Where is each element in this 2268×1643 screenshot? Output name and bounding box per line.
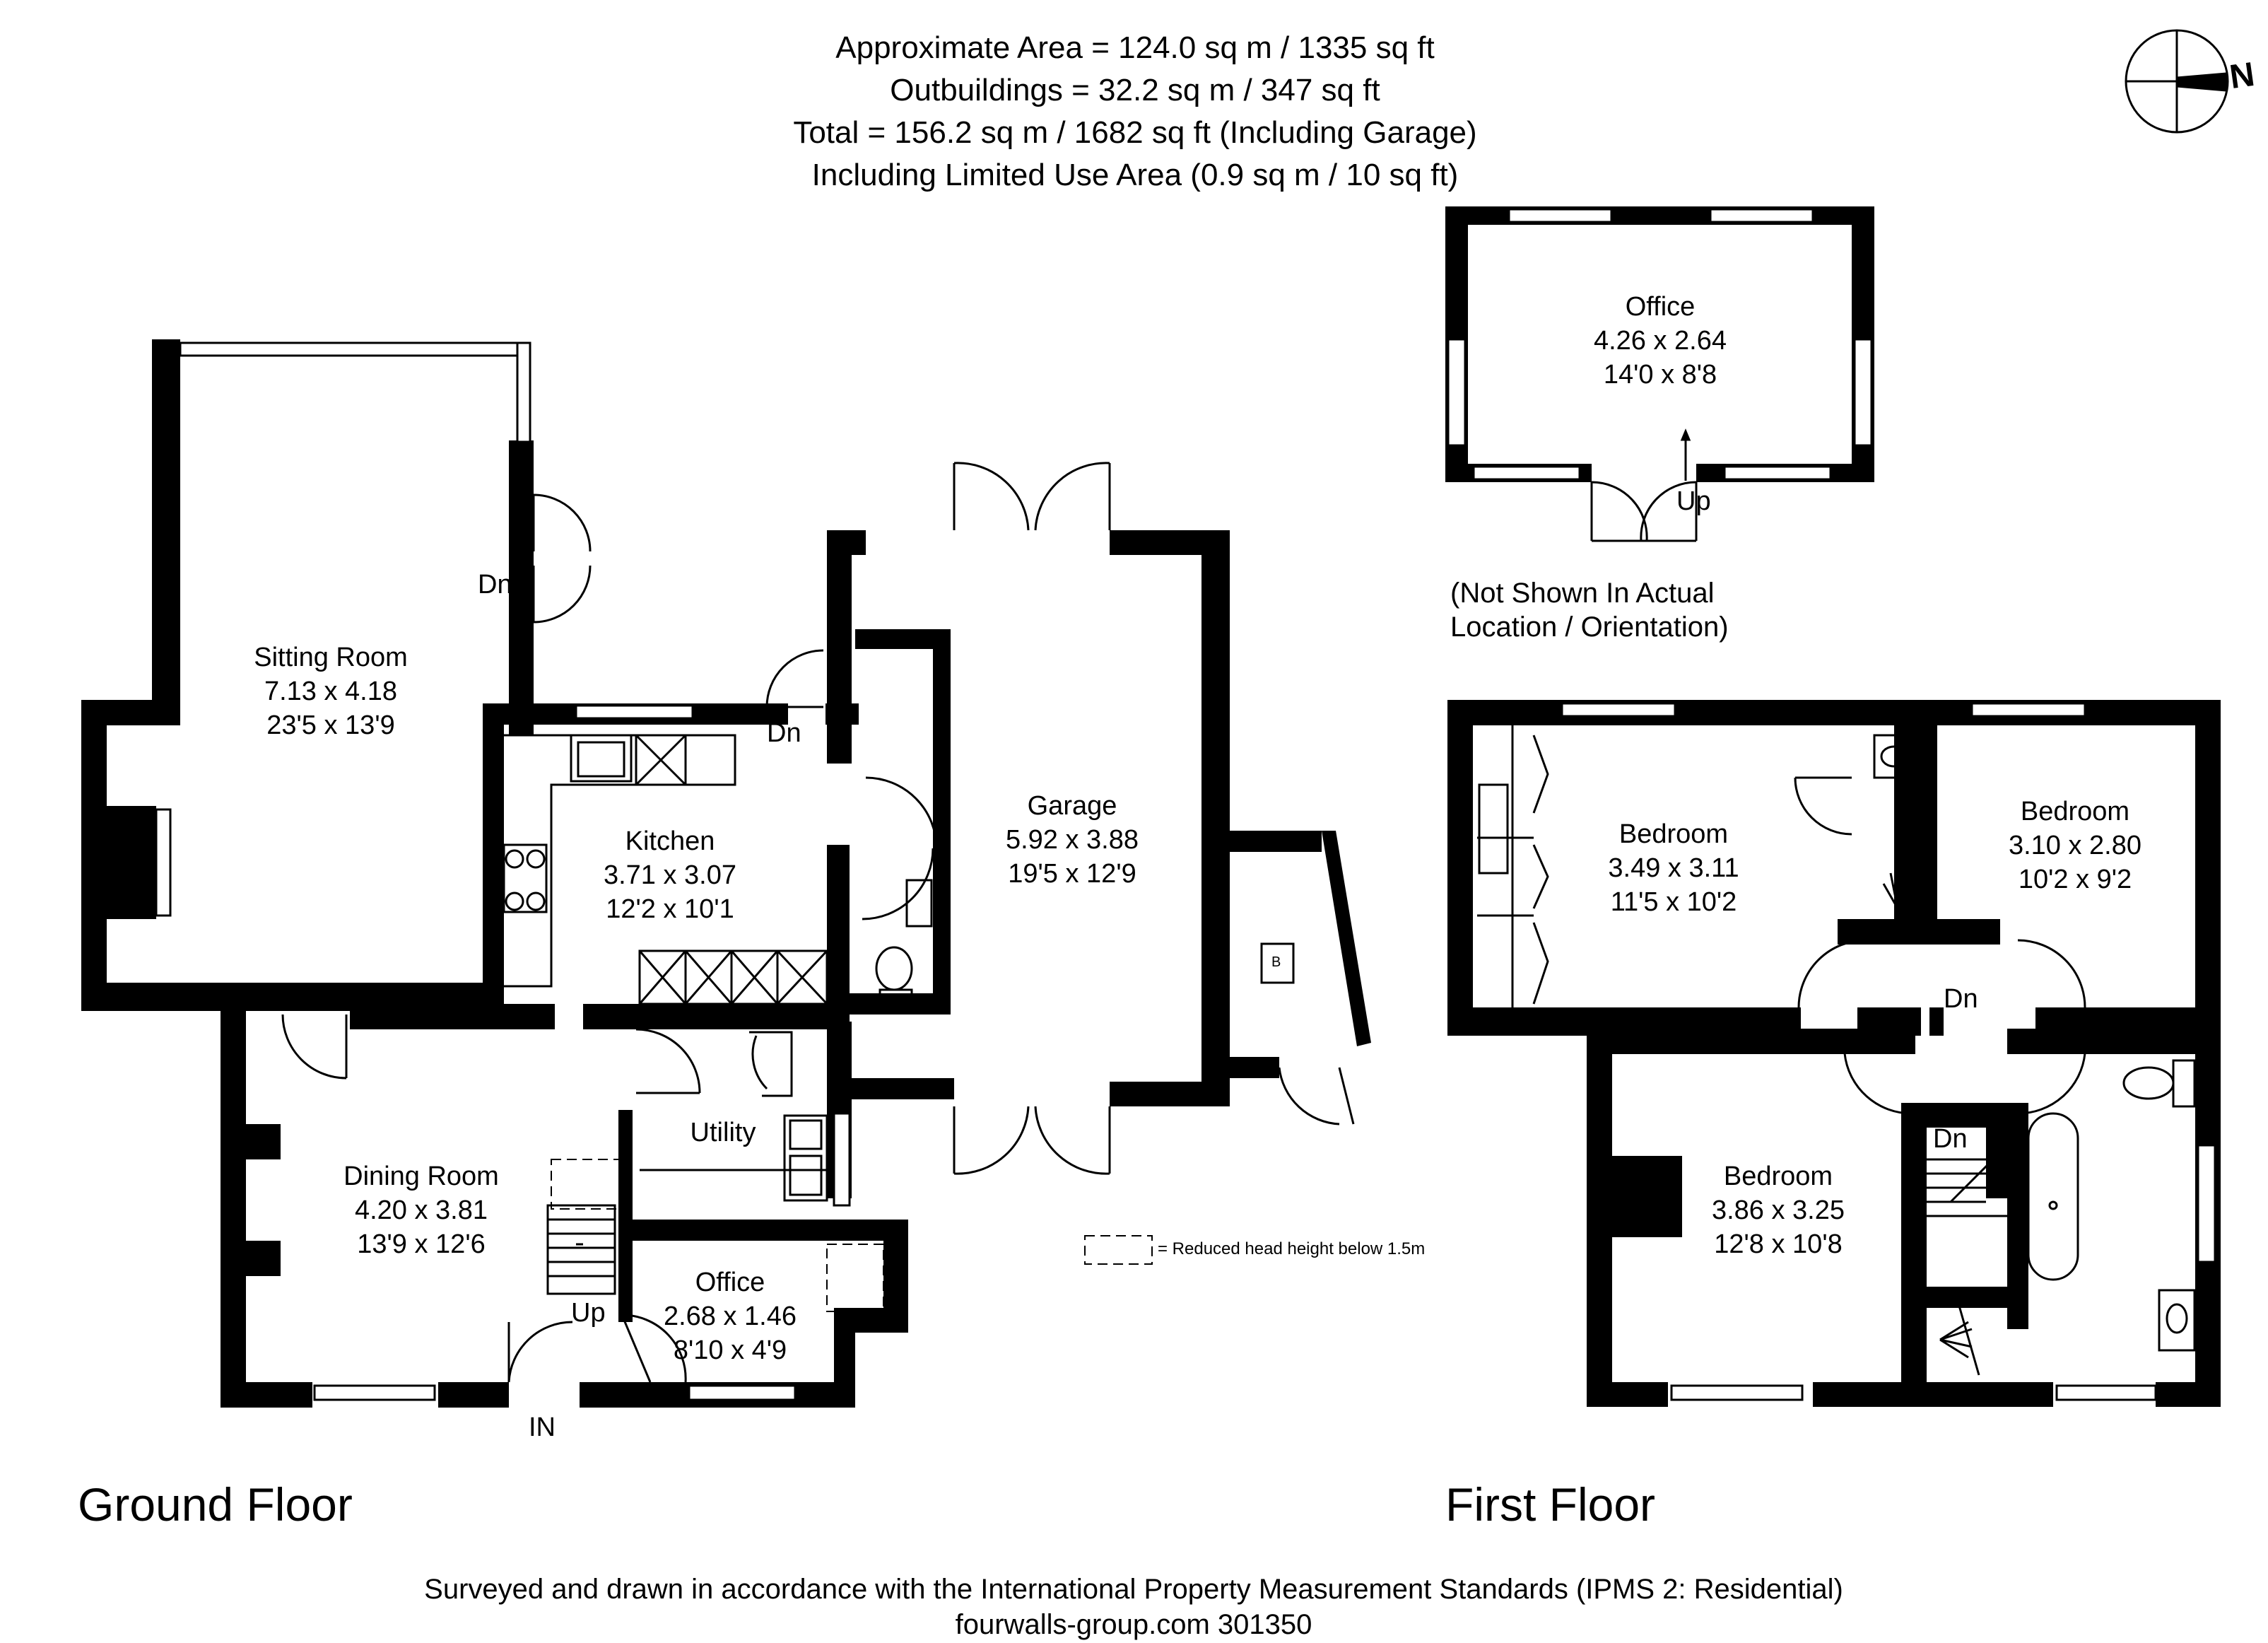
bedroom-2-name: Bedroom <box>2020 797 2130 826</box>
footer-standards-line: Surveyed and drawn in accordance with th… <box>424 1574 1843 1605</box>
area-summary-line-4: Including Limited Use Area (0.9 sq m / 1… <box>811 158 1459 192</box>
outbuilding-note-line-1: (Not Shown In Actual <box>1450 578 1715 609</box>
dining-room-imperial: 13'9 x 12'6 <box>357 1229 486 1259</box>
dining-room-name: Dining Room <box>343 1162 499 1191</box>
area-summary-line-2: Outbuildings = 32.2 sq m / 347 sq ft <box>890 73 1380 107</box>
boiler-label: B <box>1271 954 1281 970</box>
kitchen-imperial: 12'2 x 10'1 <box>606 894 734 924</box>
first-floor-fixtures <box>1873 734 2196 1359</box>
legend-dashed-swatch <box>1084 1235 1153 1265</box>
compass-north-label: N <box>2227 55 2257 97</box>
sitting-room-name: Sitting Room <box>254 643 408 672</box>
sitting-room-imperial: 23'5 x 13'9 <box>266 711 395 740</box>
footer-reference-line: fourwalls-group.com 301350 <box>955 1609 1312 1640</box>
ground-floor-windows <box>179 341 851 1401</box>
first-floor-title: First Floor <box>1445 1478 1655 1531</box>
ground-floor-doors <box>281 462 1355 1383</box>
stairs-dn-label: Dn <box>1933 1124 1968 1154</box>
compass-rose-icon <box>2125 29 2229 134</box>
garage-imperial: 19'5 x 12'9 <box>1008 859 1136 889</box>
bedroom-3-metric: 3.86 x 3.25 <box>1711 1195 1845 1225</box>
bedroom-1-name: Bedroom <box>1618 819 1729 849</box>
office-name: Office <box>695 1268 765 1297</box>
outbuilding-office-name: Office <box>1625 292 1696 322</box>
bedroom-1-metric: 3.49 x 3.11 <box>1608 853 1739 883</box>
outbuilding-office-metric: 4.26 x 2.64 <box>1593 326 1727 356</box>
ground-floor-title: Ground Floor <box>78 1478 353 1531</box>
kitchen-metric: 3.71 x 3.07 <box>603 860 737 890</box>
entrance-label: IN <box>529 1413 556 1442</box>
legend-text: = Reduced head height below 1.5m <box>1158 1239 1426 1258</box>
garage-name: Garage <box>1027 791 1117 821</box>
utility-name: Utility <box>690 1118 756 1147</box>
kitchen-name: Kitchen <box>625 826 715 856</box>
reduced-head-height-areas <box>551 1159 884 1312</box>
office-imperial: 8'10 x 4'9 <box>673 1335 787 1365</box>
first-floor-doors <box>1477 725 2086 1376</box>
outbuilding-note-line-2: Location / Orientation) <box>1450 612 1729 643</box>
bedroom-3-imperial: 12'8 x 10'8 <box>1714 1229 1843 1259</box>
bedroom-2-imperial: 10'2 x 9'2 <box>2018 865 2132 894</box>
stairs-up-label: Up <box>571 1298 606 1328</box>
office-metric: 2.68 x 1.46 <box>663 1302 797 1331</box>
ground-floor-fixtures <box>112 734 1295 1295</box>
garage-metric: 5.92 x 3.88 <box>1005 825 1139 855</box>
bedroom-1-imperial: 11'5 x 10'2 <box>1610 887 1737 917</box>
kitchen-dn-label: Dn <box>767 718 801 748</box>
bedroom-3-name: Bedroom <box>1723 1162 1833 1191</box>
outbuilding-office-doors <box>1590 428 1698 542</box>
sitting-room-dn-label: Dn <box>478 570 512 600</box>
bedroom-2-metric: 3.10 x 2.80 <box>2008 831 2142 860</box>
first-floor-windows <box>1561 702 2216 1401</box>
area-summary-line-3: Total = 156.2 sq m / 1682 sq ft (Includi… <box>793 115 1477 150</box>
landing-dn-label: Dn <box>1944 984 1978 1014</box>
area-summary-line-1: Approximate Area = 124.0 sq m / 1335 sq … <box>835 30 1435 65</box>
outbuilding-office-windows <box>1447 208 1873 481</box>
dining-room-metric: 4.20 x 3.81 <box>354 1195 488 1225</box>
outbuilding-up-label: Up <box>1676 486 1711 516</box>
first-floor-walls <box>1447 700 2221 1407</box>
outbuilding-office-imperial: 14'0 x 8'8 <box>1603 360 1717 390</box>
sitting-room-metric: 7.13 x 4.18 <box>264 677 398 706</box>
